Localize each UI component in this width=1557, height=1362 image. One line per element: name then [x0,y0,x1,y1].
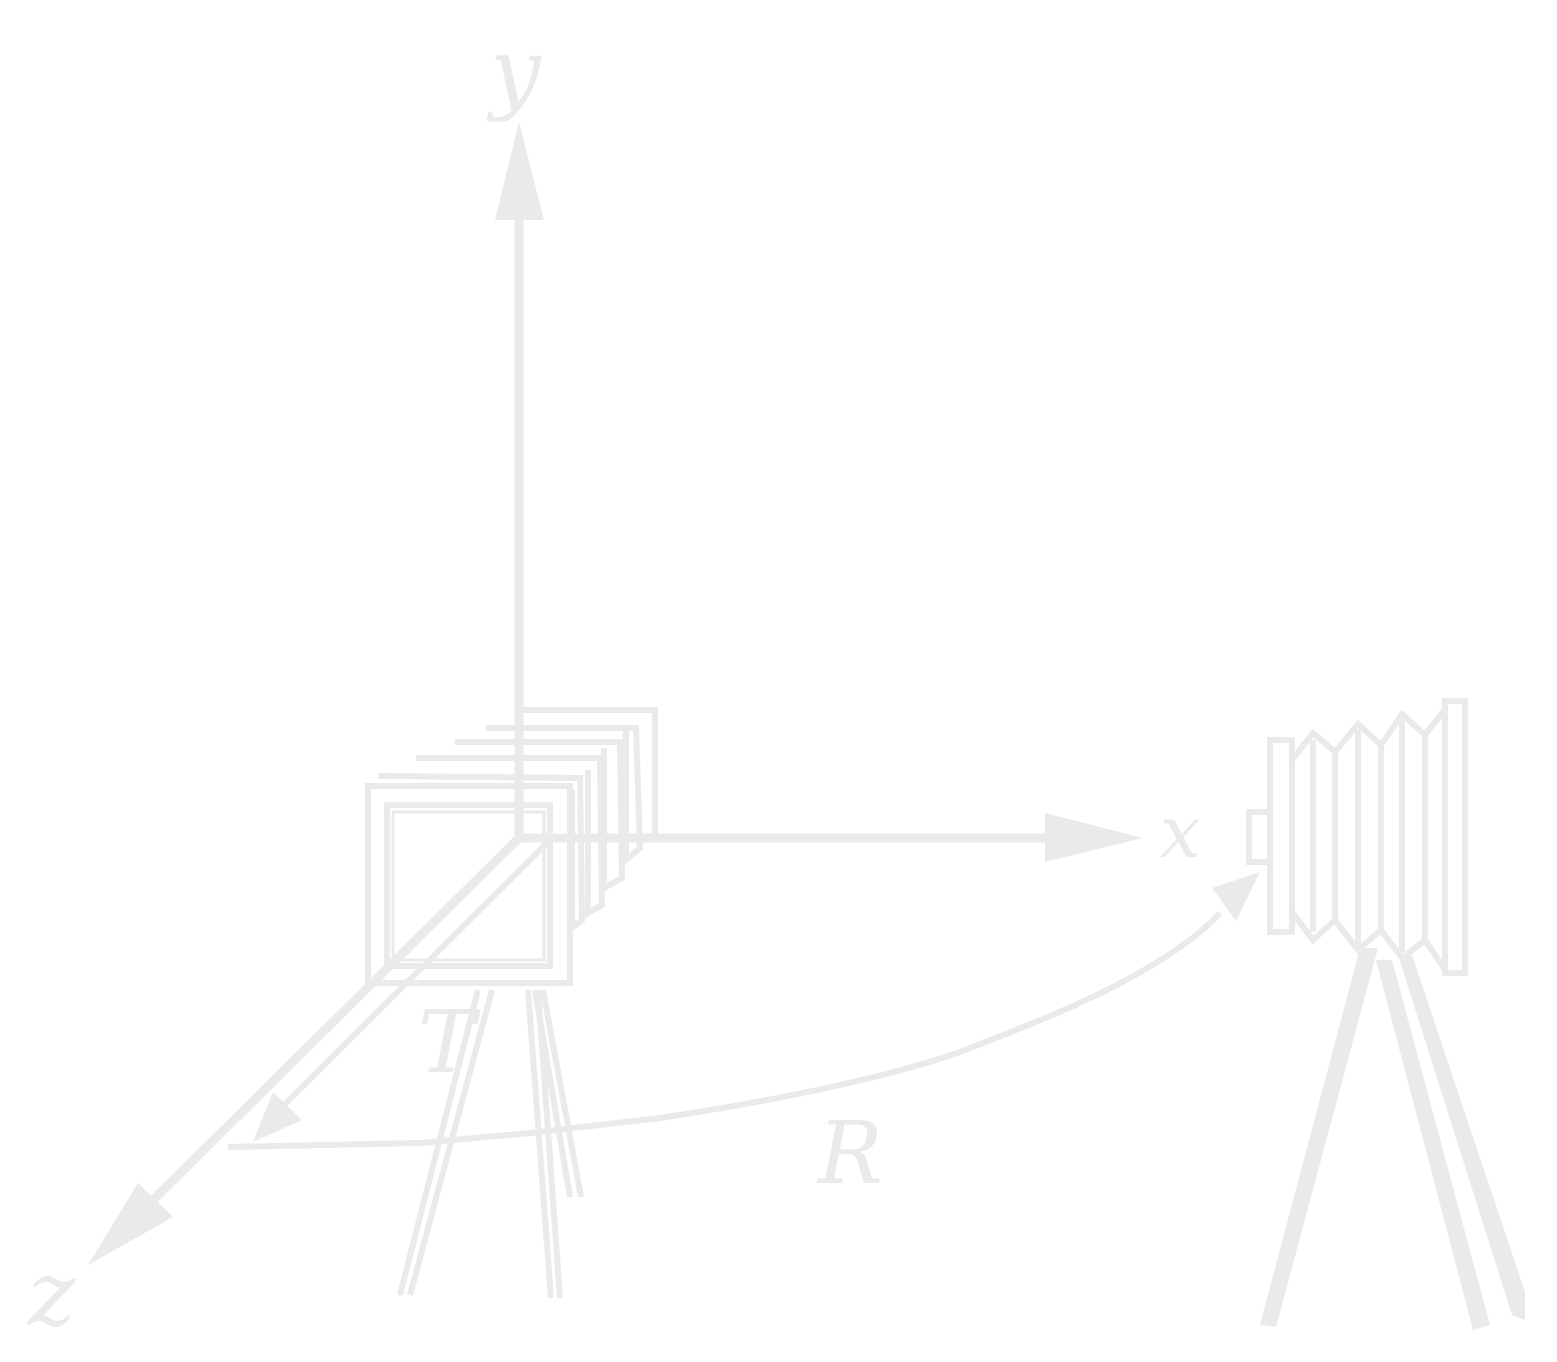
z-axis-line [146,834,523,1207]
target-camera-bellows-icon [1246,698,1468,976]
rotation-curve [227,872,1260,1150]
z-axis-label: z [27,1242,76,1347]
translation-arrowhead [253,1092,302,1142]
rotation-label: R [816,1104,883,1204]
target-camera [1246,698,1525,1330]
z-axis-arrowhead [88,1183,173,1265]
translation-line [280,839,551,1109]
x-axis-arrowhead [1045,813,1143,862]
y-axis-arrowhead [495,122,544,220]
origin-camera-bellows-icon [365,707,658,986]
origin-camera [365,707,658,1299]
translation-label: T [418,993,481,1093]
rotation-curve-path [227,910,1223,1150]
coordinate-axes [88,122,1143,1265]
x-axis-label: x [1160,790,1201,874]
target-camera-tripod-icon [1260,948,1525,1330]
rotation-arrowhead [1212,872,1260,921]
translation-vector [253,839,551,1142]
y-axis-label: y [486,19,542,124]
